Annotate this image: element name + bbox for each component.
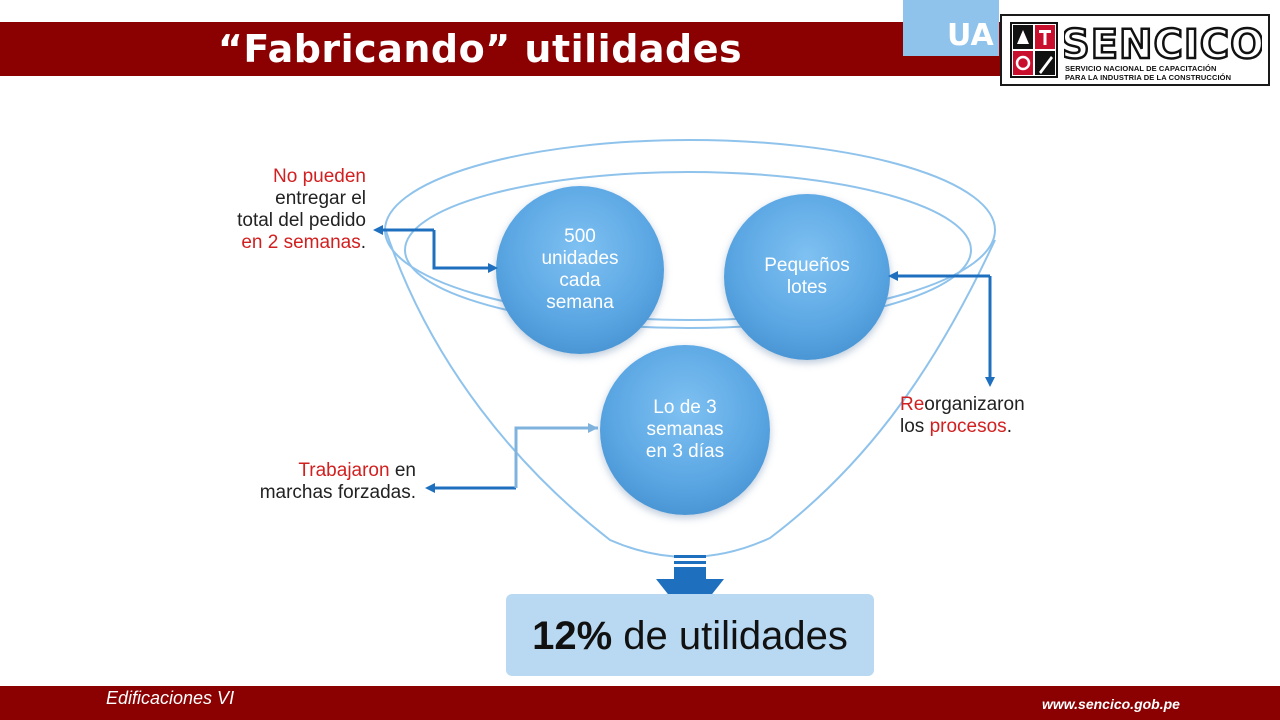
circle-weeks-line3: en 3 días <box>645 441 725 462</box>
footer-course: Edificaciones VI <box>106 688 235 708</box>
note-delivery-line4-tail: . <box>360 232 366 253</box>
circle-lots-line2: lotes <box>786 277 828 298</box>
circle-units-line1: 500 <box>564 226 596 247</box>
note-reorganize-tail2: . <box>1006 416 1012 437</box>
svg-text:SENCICO: SENCICO <box>1064 22 1262 64</box>
sencico-subtitle-line1: SERVICIO NACIONAL DE CAPACITACIÓN <box>1065 64 1217 73</box>
note-delivery: No pueden entregar el total del pedido e… <box>180 166 366 254</box>
circle-weeks-line2: semanas <box>646 419 724 440</box>
result-percentage: 12% <box>532 614 613 658</box>
result-box <box>506 594 874 676</box>
note-reorganize-black2: los <box>900 416 930 437</box>
note-reorganize: Reorganizaron los procesos. <box>900 394 1100 438</box>
note-forced: Trabajaron en marchas forzadas. <box>180 460 416 504</box>
ua-tab-label: UA <box>947 18 994 53</box>
footer-website-link[interactable]: www.sencico.gob.pe <box>1042 696 1180 712</box>
circle-units-per-week: 500 unidades cada semana <box>496 186 664 354</box>
circle-small-lots: Pequeños lotes <box>724 194 890 360</box>
note-forced-line1: Trabajaron en <box>180 460 416 482</box>
circle-lots-line1: Pequeños <box>764 255 850 276</box>
circle-units-line2: unidades <box>541 248 619 269</box>
note-reorganize-line2: los procesos. <box>900 416 1100 438</box>
note-delivery-line4-red: en 2 semanas <box>241 232 361 253</box>
funnel-rim-inner <box>404 171 972 329</box>
note-reorganize-line1: Reorganizaron <box>900 394 1100 416</box>
sencico-emblem-icon <box>1010 22 1058 78</box>
note-delivery-line3: total del pedido <box>237 210 366 231</box>
note-forced-black1: en <box>389 460 416 481</box>
note-reorganize-red1: Re <box>900 394 925 415</box>
sencico-subtitle-line2: PARA LA INDUSTRIA DE LA CONSTRUCCIÓN <box>1065 73 1232 82</box>
page-title: “Fabricando” utilidades <box>217 27 743 71</box>
note-reorganize-black1: organizaron <box>924 394 1025 415</box>
note-delivery-line4: en 2 semanas. <box>180 232 366 254</box>
circle-units-line4: semana <box>546 292 614 313</box>
result-text: 12% de utilidades <box>506 594 874 676</box>
note-forced-red1: Trabajaron <box>298 460 390 481</box>
circle-three-weeks: Lo de 3 semanas en 3 días <box>600 345 770 515</box>
note-delivery-line1: No pueden <box>273 166 366 187</box>
sencico-subtitle: SERVICIO NACIONAL DE CAPACITACIÓN PARA L… <box>1065 64 1269 82</box>
note-reorganize-red2: procesos <box>929 416 1007 437</box>
sencico-logo: SENCICO SERVICIO NACIONAL DE CAPACITACIÓ… <box>1000 14 1270 86</box>
circle-weeks-line1: Lo de 3 <box>653 397 717 418</box>
note-forced-line2: marchas forzadas. <box>259 482 416 503</box>
arrow-delivery-connector <box>432 230 498 273</box>
note-delivery-line2: entregar el <box>275 188 366 209</box>
arrow-weeks-connector <box>514 426 598 488</box>
ua-tab <box>903 0 999 56</box>
sencico-wordmark: SENCICO <box>1064 22 1262 64</box>
footer-bar <box>0 686 1280 720</box>
result-label: de utilidades <box>612 614 848 658</box>
circle-units-line3: cada <box>559 270 601 291</box>
header-bar <box>0 22 1000 76</box>
